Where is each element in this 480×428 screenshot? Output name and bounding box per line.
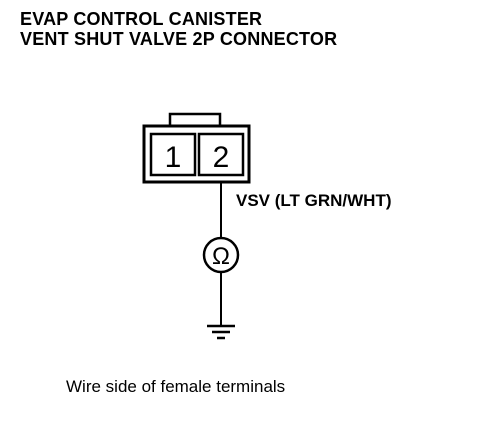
title-line-1: EVAP CONTROL CANISTER [20,9,263,29]
diagram-caption: Wire side of female terminals [66,377,286,396]
ground-icon [207,324,235,340]
terminal-2-number: 2 [213,141,230,174]
terminal-1-cell [149,132,197,177]
diagram-title: EVAP CONTROL CANISTER VENT SHUT VALVE 2P… [20,9,337,49]
ohm-icon: Ω [212,243,230,270]
title-line-2: VENT SHUT VALVE 2P CONNECTOR [20,29,338,49]
terminal-2-cell [197,132,245,177]
terminal-1-number: 1 [165,141,182,174]
wire-color-label: VSV (LT GRN/WHT) [236,191,392,210]
